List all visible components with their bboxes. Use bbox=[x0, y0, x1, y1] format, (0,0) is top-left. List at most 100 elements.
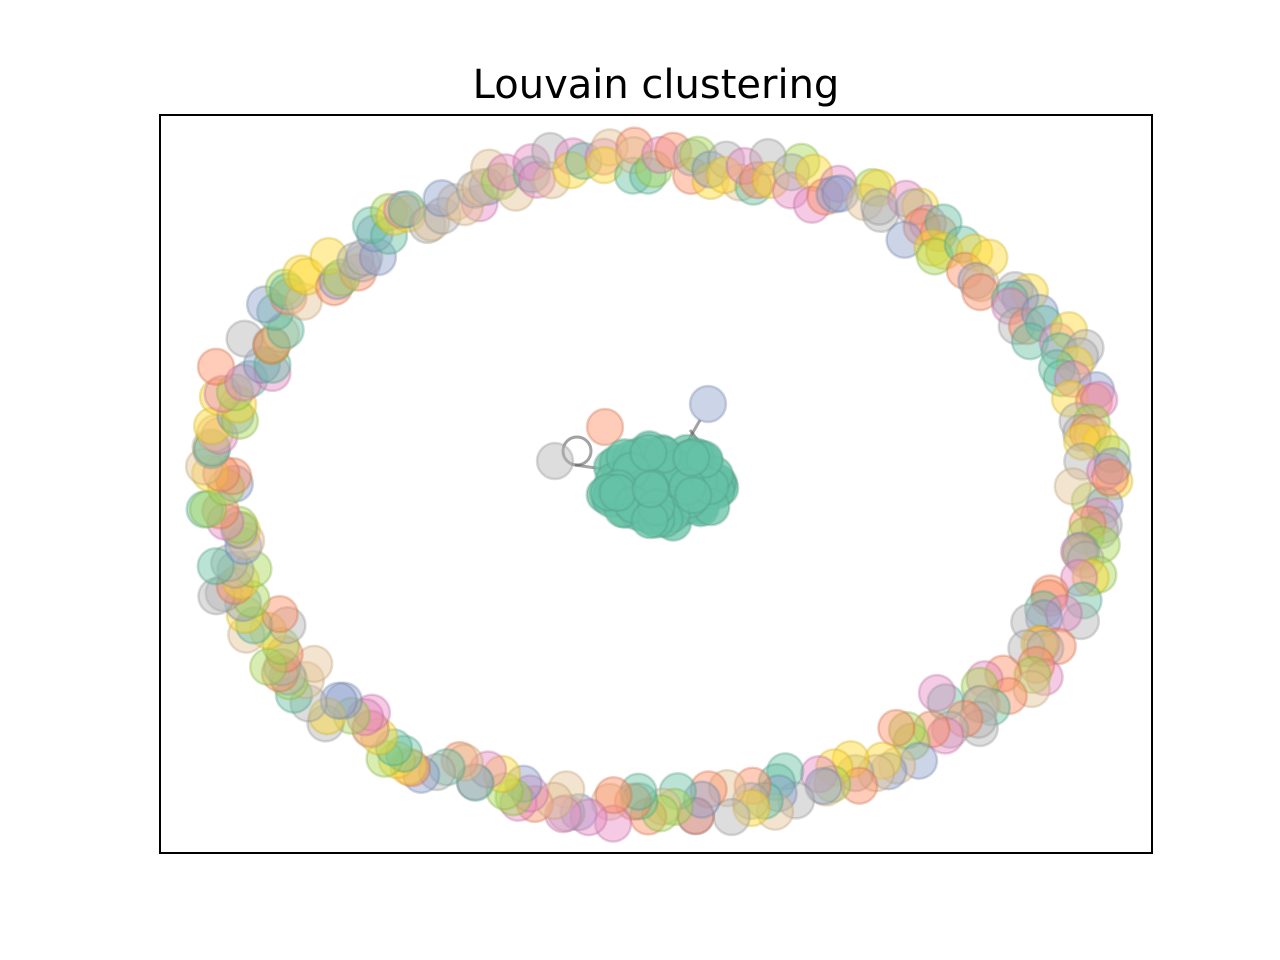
ring-node bbox=[468, 167, 507, 206]
ring-node bbox=[184, 447, 224, 486]
ring-node bbox=[294, 644, 334, 684]
cluster-node bbox=[629, 433, 668, 473]
ring-node bbox=[593, 804, 633, 843]
ring-node bbox=[365, 739, 404, 778]
ring-node bbox=[925, 716, 965, 755]
ring-node bbox=[1030, 574, 1070, 613]
ring-node bbox=[269, 277, 308, 317]
ring-node bbox=[725, 146, 764, 186]
ring-node bbox=[840, 766, 879, 805]
ring-node bbox=[1063, 442, 1102, 481]
cluster-node bbox=[631, 470, 670, 509]
outlier-node-layer bbox=[535, 384, 957, 713]
ring-node bbox=[190, 454, 230, 493]
ring-node bbox=[196, 546, 236, 586]
ring-node bbox=[757, 762, 797, 802]
ring-node bbox=[620, 782, 659, 821]
ring-node bbox=[218, 385, 258, 424]
ring-node bbox=[732, 788, 771, 828]
ring-node bbox=[1022, 624, 1061, 664]
ring-node bbox=[799, 755, 839, 794]
ring-node bbox=[831, 740, 870, 779]
self-loop-edge bbox=[561, 435, 593, 467]
ring-node bbox=[1029, 578, 1069, 618]
ring-node bbox=[672, 138, 711, 177]
ring-node bbox=[1059, 558, 1099, 598]
ring-node bbox=[1074, 382, 1114, 421]
ring-node bbox=[1095, 461, 1134, 501]
ring-node bbox=[460, 168, 500, 207]
ring-node bbox=[469, 148, 509, 187]
ring-node bbox=[804, 766, 843, 806]
ring-node bbox=[894, 187, 934, 227]
central-cluster-layer bbox=[585, 429, 740, 542]
ring-node bbox=[961, 272, 1000, 312]
ring-node bbox=[314, 267, 354, 307]
ring-node bbox=[990, 280, 1030, 319]
ring-node bbox=[1049, 311, 1089, 350]
ring-node bbox=[689, 770, 728, 809]
ring-node bbox=[384, 734, 424, 773]
ring-node bbox=[203, 374, 242, 414]
ring-node bbox=[423, 196, 462, 235]
ring-node bbox=[676, 797, 715, 836]
ring-node bbox=[590, 782, 630, 822]
ring-node bbox=[1061, 531, 1100, 570]
ring-node bbox=[200, 416, 239, 455]
ring-node bbox=[682, 780, 722, 819]
ring-node bbox=[1037, 348, 1077, 388]
ring-node bbox=[860, 187, 899, 226]
ring-node bbox=[324, 681, 364, 720]
ring-node bbox=[1062, 422, 1102, 461]
ring-node bbox=[220, 401, 260, 440]
ring-node bbox=[351, 206, 391, 245]
ring-node bbox=[261, 314, 301, 353]
ring-node bbox=[358, 237, 398, 277]
cluster-node bbox=[672, 438, 711, 478]
ring-node bbox=[901, 187, 940, 226]
ring-node bbox=[343, 244, 382, 283]
ring-node bbox=[388, 194, 428, 233]
ring-node bbox=[720, 163, 760, 202]
ring-node bbox=[1024, 599, 1064, 638]
ring-node bbox=[251, 325, 291, 364]
ring-node bbox=[287, 257, 327, 296]
ring-node bbox=[552, 150, 591, 190]
ring-node bbox=[248, 611, 288, 650]
ring-node bbox=[1061, 534, 1100, 574]
ring-node bbox=[958, 700, 998, 739]
outlier-node bbox=[585, 407, 625, 447]
ring-node bbox=[707, 140, 746, 179]
ring-node bbox=[861, 194, 900, 234]
ring-node bbox=[1000, 278, 1040, 317]
ring-node bbox=[945, 699, 984, 739]
ring-node bbox=[351, 710, 390, 749]
ring-node bbox=[255, 292, 295, 332]
ring-node bbox=[220, 510, 259, 550]
ring-node bbox=[224, 526, 263, 566]
ring-node bbox=[1081, 424, 1121, 463]
ring-node bbox=[543, 794, 583, 834]
ring-node bbox=[510, 774, 550, 813]
ring-node bbox=[188, 489, 228, 529]
ring-node bbox=[274, 675, 314, 714]
ring-node bbox=[374, 728, 414, 767]
ring-node bbox=[913, 228, 952, 267]
ring-node bbox=[1072, 403, 1111, 442]
ring-node bbox=[455, 762, 494, 802]
ring-node bbox=[1084, 505, 1123, 544]
ring-node bbox=[738, 160, 778, 200]
ring-node bbox=[643, 787, 682, 826]
ring-node bbox=[1061, 601, 1101, 641]
ring-node bbox=[1092, 434, 1131, 474]
ring-node bbox=[584, 137, 623, 176]
ring-node bbox=[819, 164, 858, 204]
ring-node bbox=[1085, 452, 1125, 491]
ring-node bbox=[480, 162, 519, 201]
ring-node bbox=[309, 236, 348, 276]
ring-node bbox=[245, 285, 285, 324]
ring-node bbox=[943, 225, 983, 264]
ring-node bbox=[482, 754, 522, 794]
ring-node bbox=[707, 768, 747, 808]
